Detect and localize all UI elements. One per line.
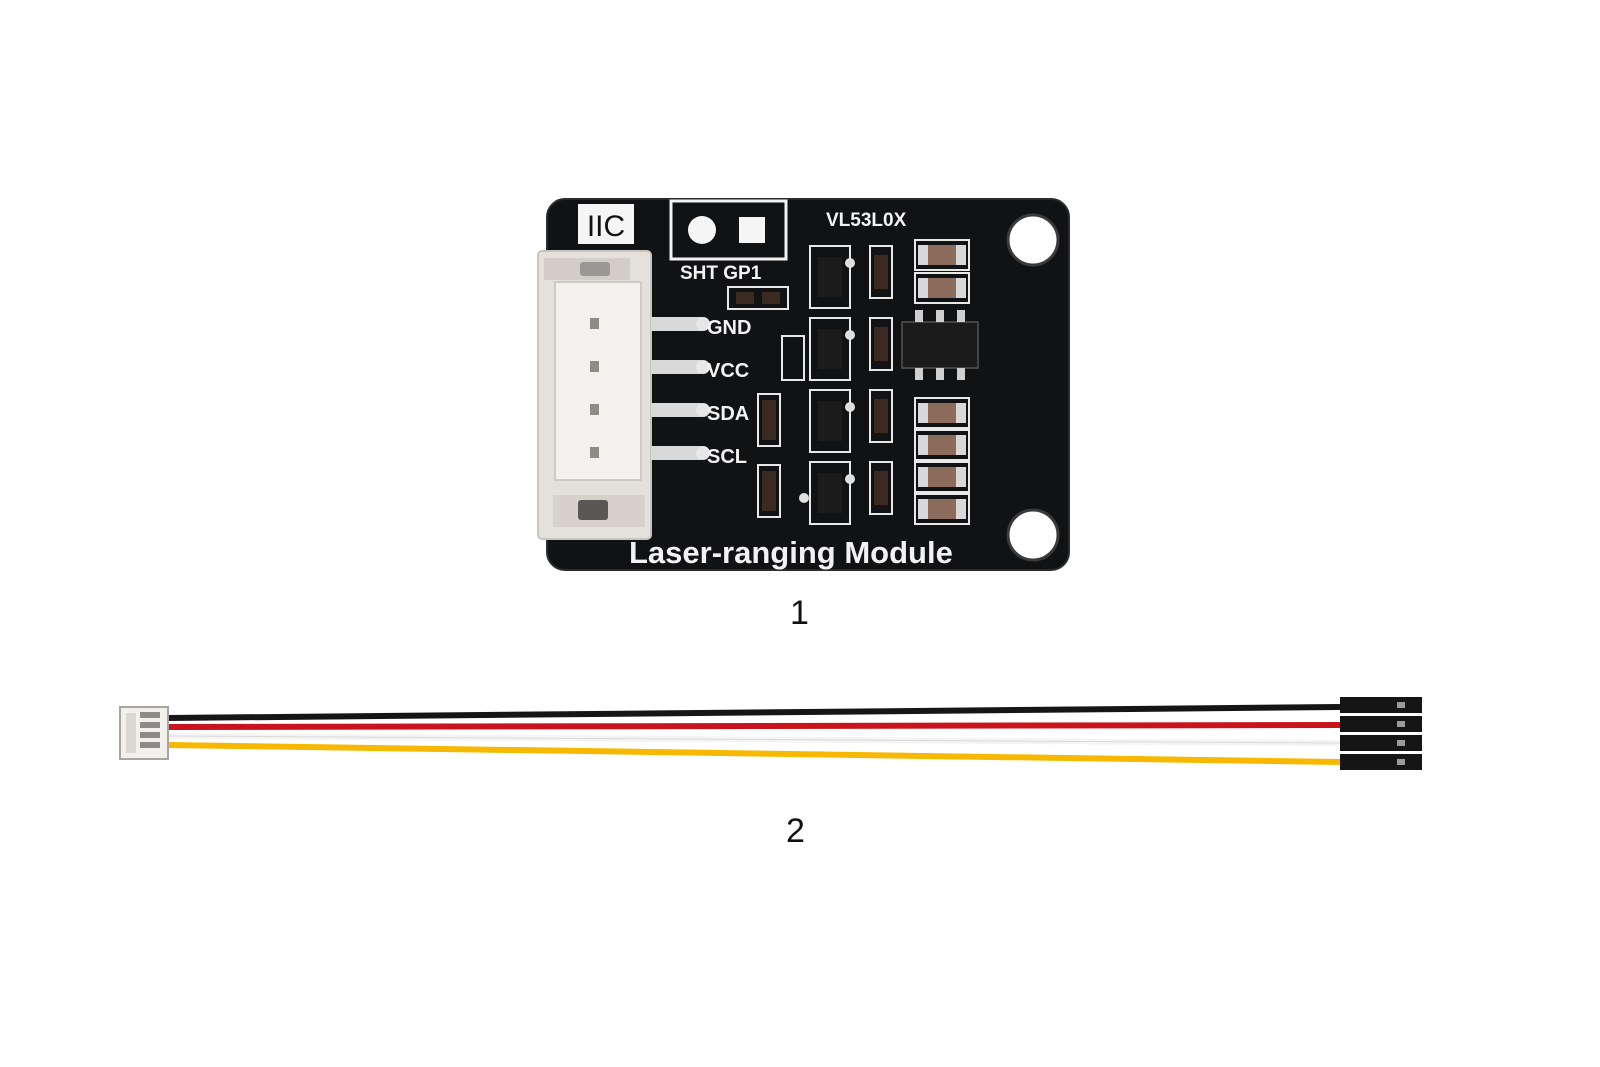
wire-yellow [167,742,1341,765]
iic-label-box [578,204,634,244]
jumper-pad-round [688,216,716,244]
wire-black [167,704,1341,721]
jumper-pad-square [739,217,765,243]
pin-label-gnd: GND [707,317,751,339]
jumper-label: SHT GP1 [680,263,762,284]
cable-caption: 2 [786,812,805,850]
module-caption: 1 [790,594,809,632]
chip-label: VL53L0X [826,210,907,231]
mounting-hole [1008,215,1058,265]
module-title: Laser-ranging Module [629,535,953,570]
smd-components [727,239,970,525]
connector-legs [651,317,710,460]
jst-plug [119,706,169,760]
jumper-outline [669,199,788,261]
jst-connector [537,250,652,540]
jumper-cable [119,697,1422,770]
laser-ranging-module: IIC SHT GP1 VL53L0X [537,198,1070,571]
pin-label-vcc: VCC [707,360,749,382]
pin-label-scl: SCL [707,446,747,468]
pin-label-sda: SDA [707,403,749,425]
mounting-hole [1008,510,1058,560]
wire-red [167,722,1341,730]
smd-bodies [736,245,979,519]
iic-label: IIC [587,210,625,243]
dupont-connectors [1340,697,1422,770]
